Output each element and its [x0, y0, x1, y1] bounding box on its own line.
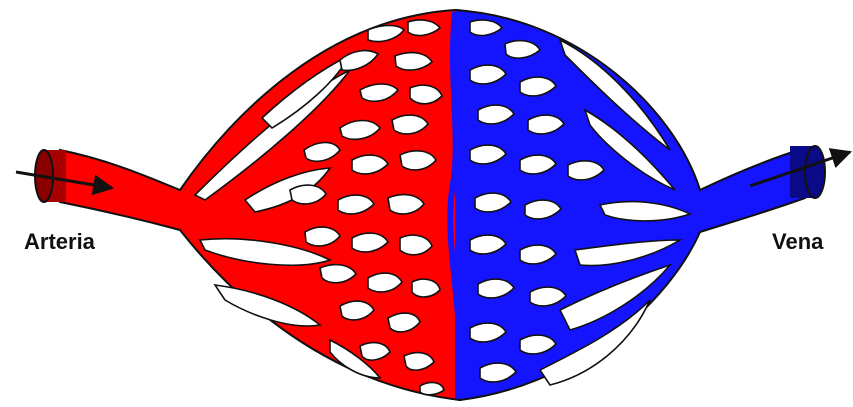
vein-label: Vena	[772, 229, 823, 255]
artery-label: Arteria	[24, 229, 95, 255]
